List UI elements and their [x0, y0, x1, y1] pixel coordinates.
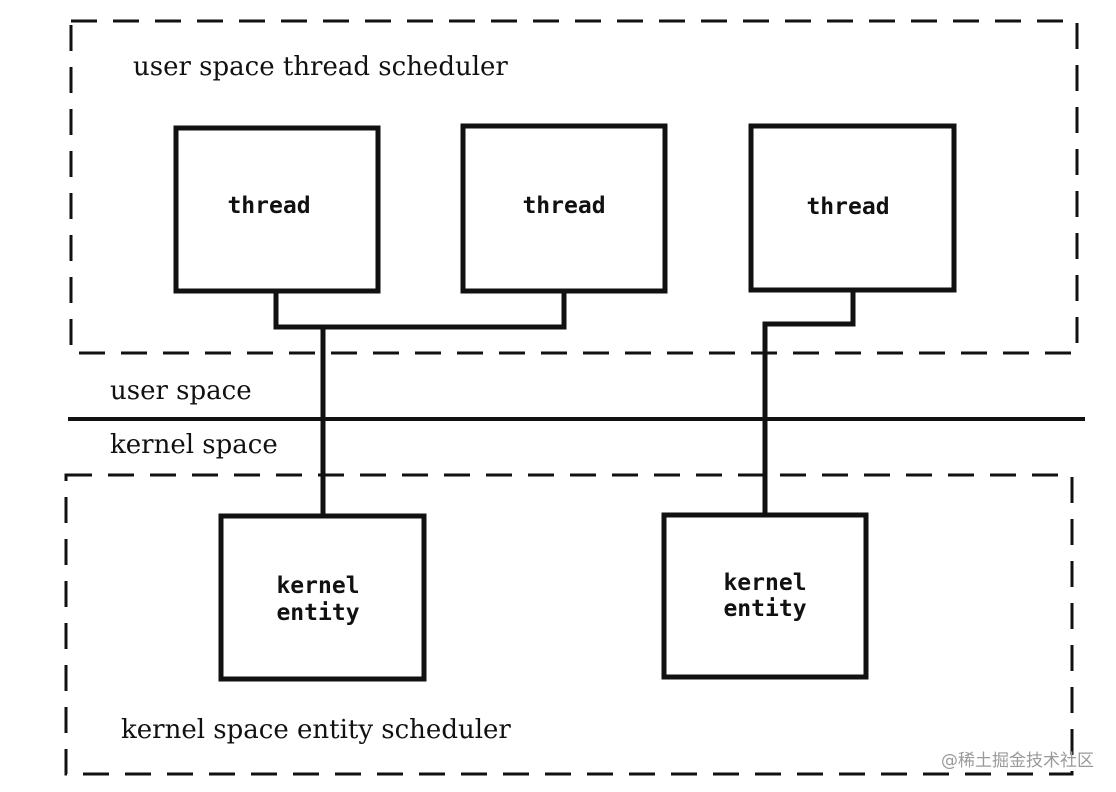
kernel-entity-box: kernel entity: [218, 513, 427, 682]
thread-box-frame: [460, 123, 668, 294]
kernel-space-label: kernel space: [110, 430, 278, 460]
kernel-entity-label-line1: kernel: [723, 570, 806, 596]
thread-label: thread: [522, 193, 605, 219]
thread-label: thread: [227, 193, 310, 219]
kernel-entity-frame: [218, 513, 427, 682]
connector-thread1-thread2-to-kernel1: [273, 291, 567, 330]
user-space-label: user space: [110, 376, 252, 406]
thread-box: thread: [748, 123, 957, 293]
thread-label: thread: [806, 194, 889, 220]
kernel-scheduler-label: kernel space entity scheduler: [121, 715, 511, 745]
user-scheduler-label: user space thread scheduler: [133, 52, 508, 82]
kernel-entity-box: kernel entity: [661, 512, 869, 680]
thread-box-frame: [173, 125, 381, 294]
kernel-entity-label-line2: entity: [276, 600, 359, 626]
thread-box-frame: [748, 123, 957, 293]
kernel-scheduler-region: [64, 473, 1074, 776]
connector-thread3-to-kernel-entity-2: [762, 290, 856, 515]
kernel-entity-label-line1: kernel: [276, 573, 359, 599]
kernel-entity-label-line2: entity: [723, 596, 806, 622]
thread-box: thread: [460, 123, 668, 294]
kernel-entity-frame: [661, 512, 869, 680]
watermark-text: @稀土掘金技术社区: [941, 751, 1094, 771]
thread-box: thread: [173, 125, 381, 294]
